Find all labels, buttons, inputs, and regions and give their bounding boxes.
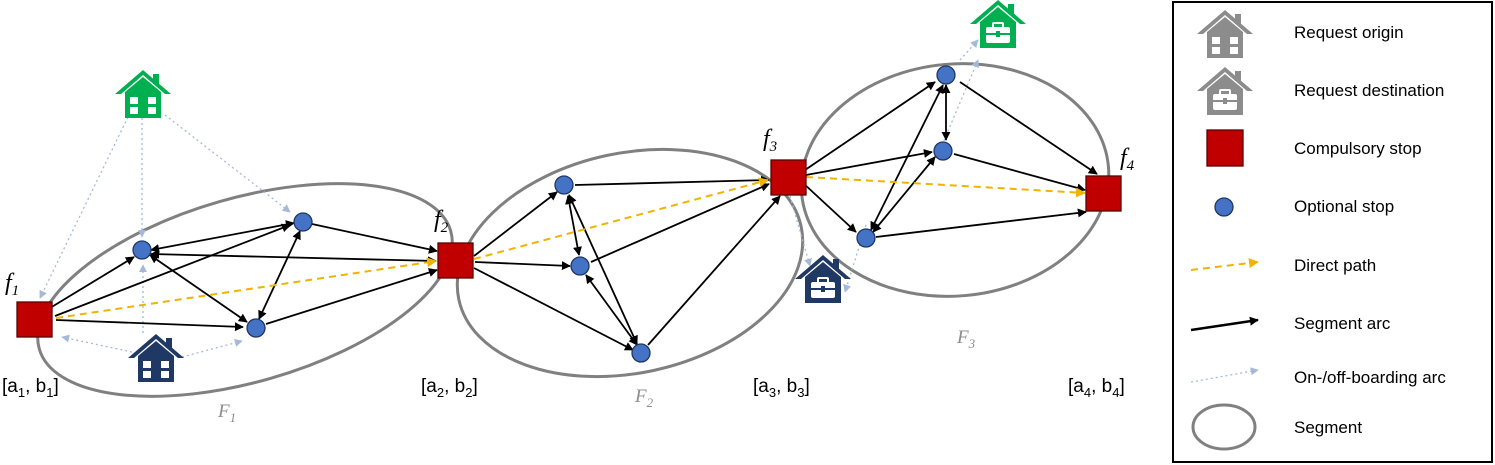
segment-label-F2: F2: [634, 386, 654, 410]
compulsory-stop-f2: [437, 242, 474, 279]
blue-circle-icon: [1214, 197, 1234, 217]
time-window-f3: [a3, b3]: [753, 376, 810, 400]
optional-stop: [293, 212, 313, 232]
origin-house-icon: [115, 70, 171, 118]
optional-stop: [933, 141, 953, 161]
ellipse-icon: [1191, 403, 1257, 451]
optional-stop: [570, 256, 590, 276]
solid-arrow-icon: [1190, 316, 1259, 332]
stop-label-f2: f2: [434, 207, 449, 236]
legend-label-compulsory-stop: Compulsory stop: [1294, 139, 1422, 158]
segment-F1-ellipse: [36, 182, 454, 398]
time-window-f4: [a4, b4]: [1068, 376, 1125, 400]
optional-stop: [856, 228, 876, 248]
optional-stop: [246, 318, 266, 338]
optional-stops: [132, 65, 956, 363]
legend-label-optional-stop: Optional stop: [1294, 197, 1394, 216]
compulsory-stop-f1: [16, 301, 53, 338]
stop-label-f3: f3: [763, 126, 777, 155]
optional-stop: [132, 240, 152, 260]
legend-label-direct-path: Direct path: [1294, 256, 1376, 275]
legend-label-segment-arc: Segment arc: [1294, 314, 1391, 333]
time-window-f1: [a1, b1]: [2, 376, 59, 400]
red-square-icon: [1206, 129, 1244, 167]
legend-label-onboarding-arc: On-/off-boarding arc: [1294, 368, 1446, 387]
dotted-arrow-icon: [1190, 367, 1259, 383]
optional-stop: [554, 175, 574, 195]
compulsory-stop-f3: [770, 159, 807, 196]
compulsory-stop-f4: [1085, 175, 1122, 212]
optional-stop: [631, 343, 651, 363]
legend: Request origin Request destination Compu…: [1172, 1, 1493, 463]
segment-label-F1: F1: [217, 401, 236, 425]
segment-label-F3: F3: [956, 327, 976, 351]
stop-label-f1: f1: [5, 270, 19, 299]
segment-arcs: [49, 81, 1098, 351]
direct-path: [55, 176, 1086, 319]
legend-label-segment: Segment: [1294, 418, 1362, 437]
destination-house-icon: [970, 0, 1026, 48]
segment-F2-ellipse: [455, 147, 805, 379]
origin-house-icon: [128, 334, 184, 382]
optional-stop: [936, 65, 956, 85]
compulsory-stops: [16, 159, 1122, 338]
stop-label-f4: f4: [1120, 145, 1135, 174]
time-window-f2: [a2, b2]: [421, 376, 478, 400]
legend-label-request-destination: Request destination: [1294, 81, 1444, 100]
legend-label-request-origin: Request origin: [1294, 23, 1404, 42]
